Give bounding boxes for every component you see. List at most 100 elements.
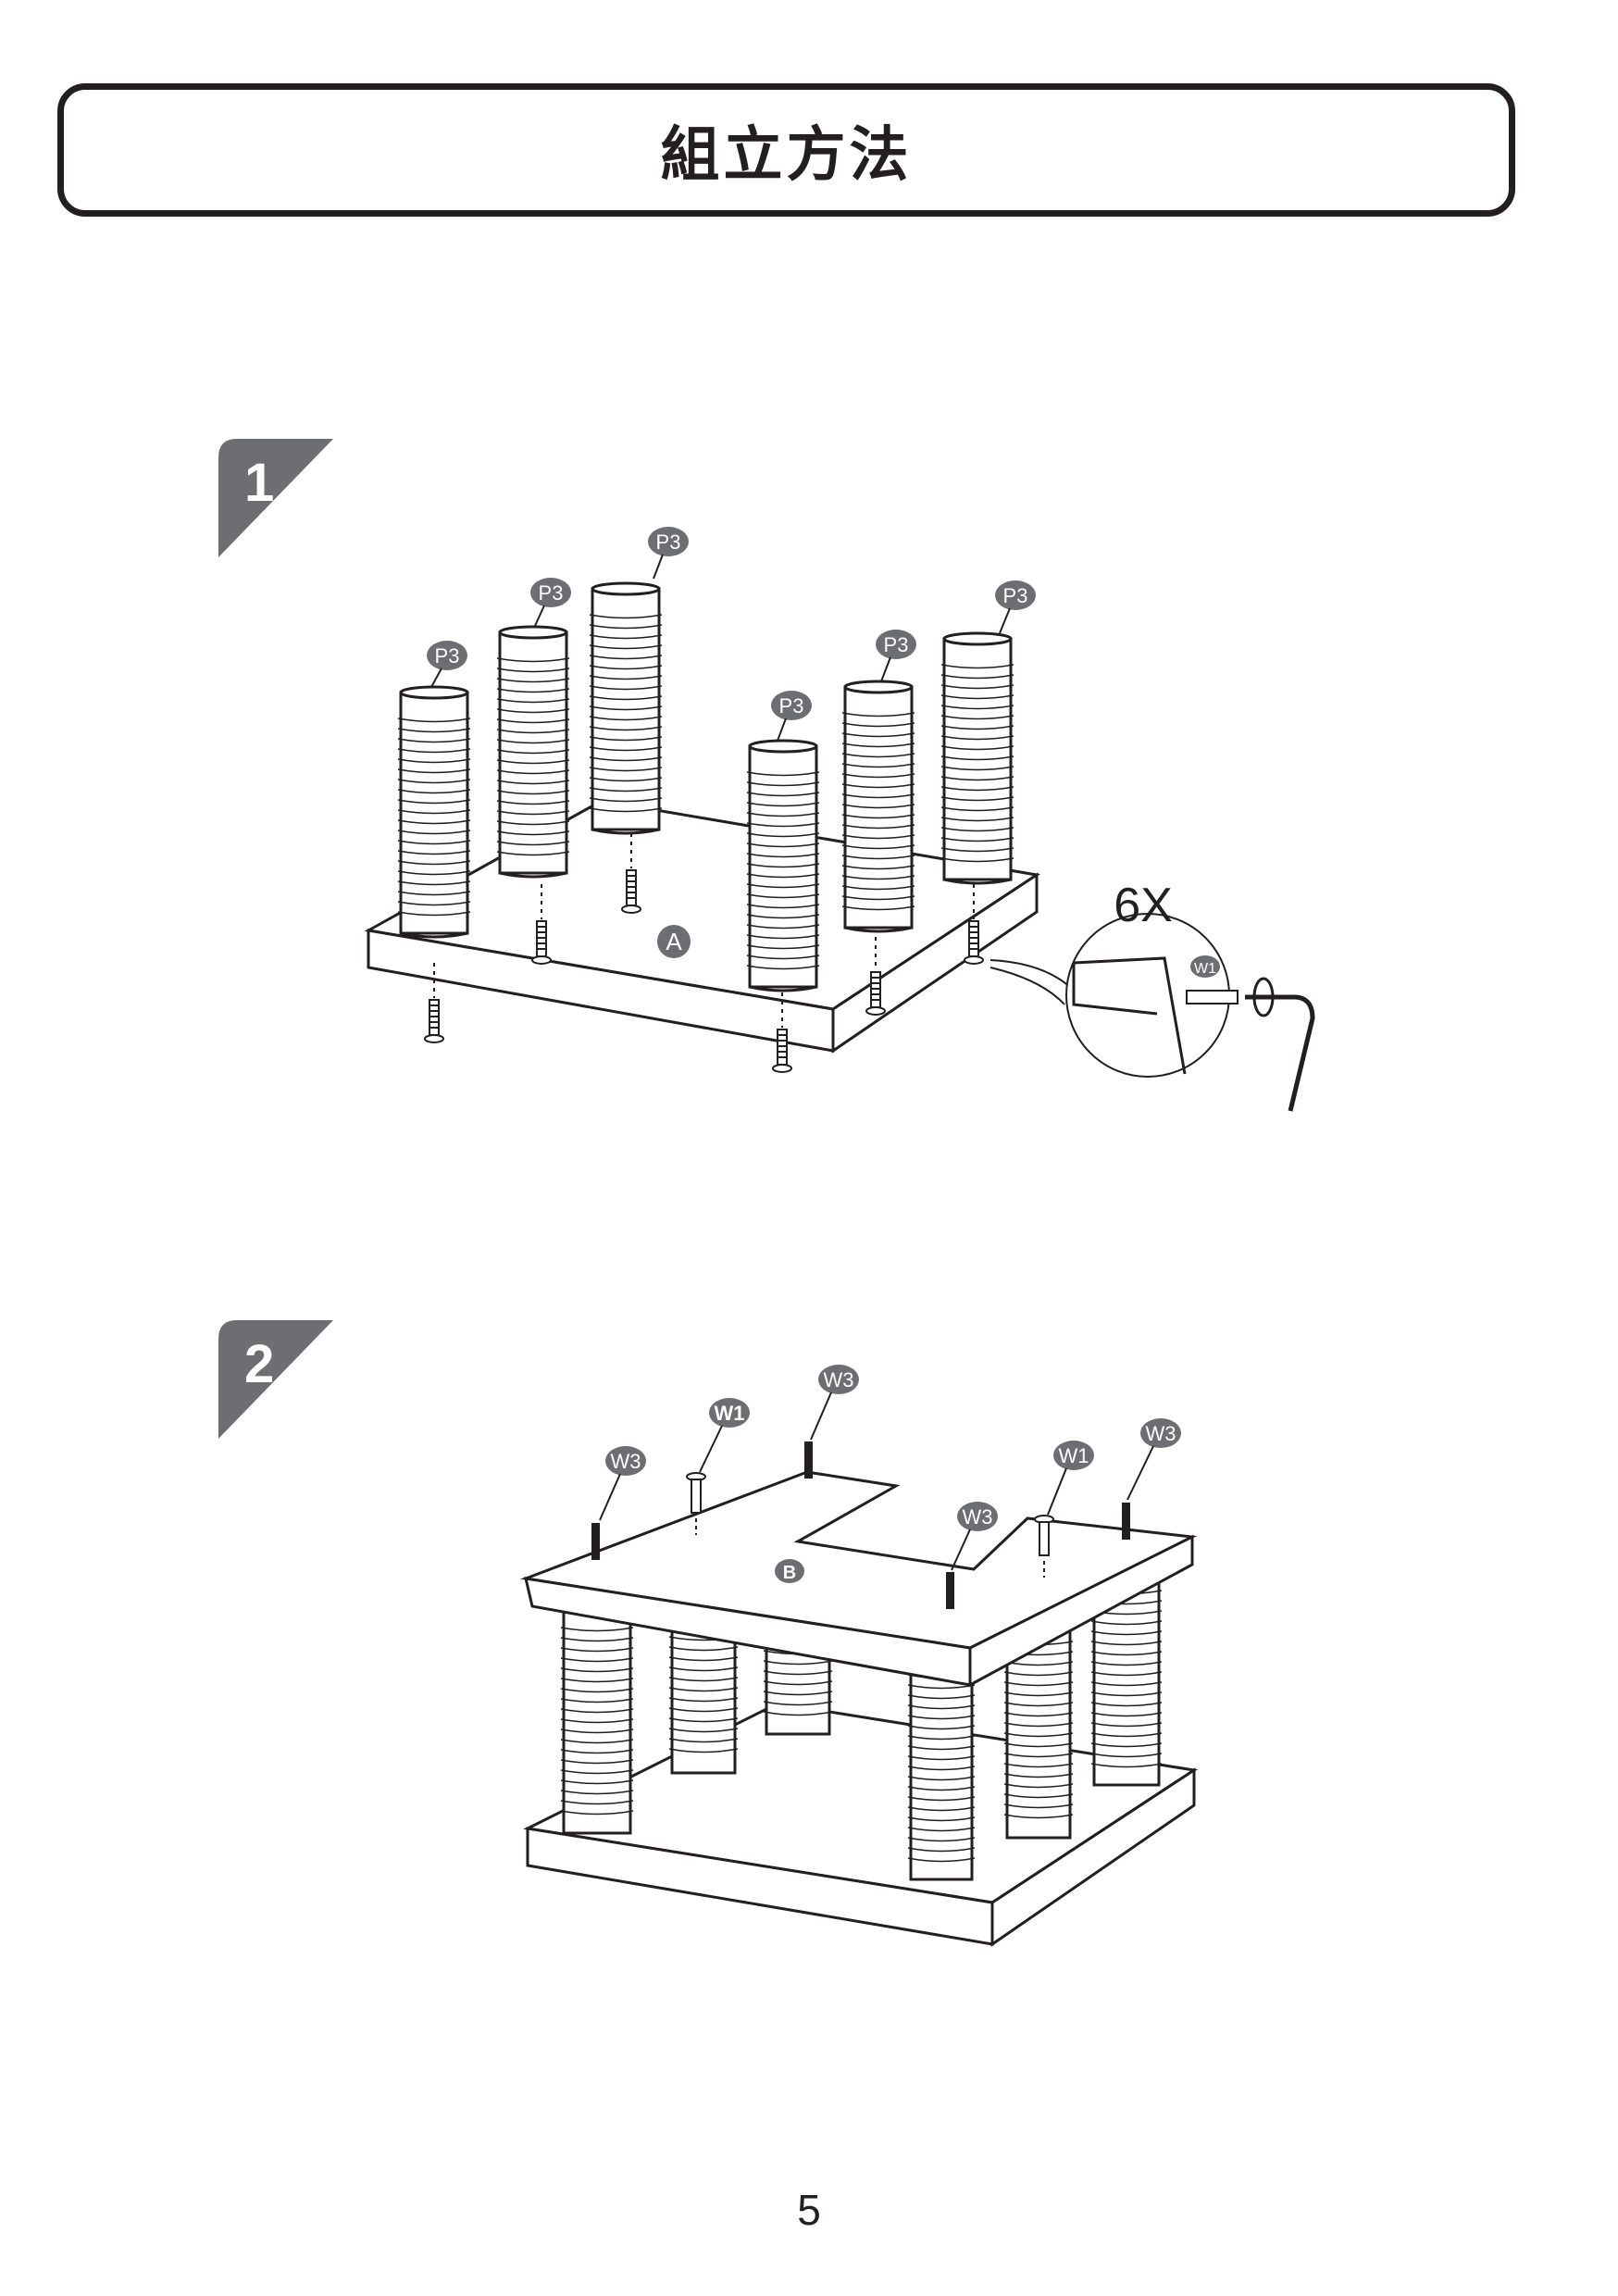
thread-line xyxy=(668,1748,739,1753)
thread-line xyxy=(496,830,570,836)
thread-line xyxy=(746,792,820,797)
thread-line xyxy=(496,657,570,663)
board-b xyxy=(520,1470,1198,1688)
thread-line xyxy=(940,735,1014,741)
thread-line xyxy=(841,895,915,901)
thread-line xyxy=(940,776,1014,781)
step-1-drawing: A P3 P3 P3 P3 P3 P3 xyxy=(364,527,1315,1112)
thread-line xyxy=(397,738,471,743)
thread-line xyxy=(397,768,471,774)
step-1-number: 1 xyxy=(244,453,275,513)
thread-line xyxy=(841,834,915,840)
header-box: 組立方法 xyxy=(57,83,1515,217)
svg-text:A: A xyxy=(666,928,682,955)
thread-line xyxy=(668,1707,739,1713)
thread-line xyxy=(397,718,471,723)
thread-line xyxy=(940,745,1014,751)
thread-line xyxy=(560,1800,634,1805)
thread-line xyxy=(940,674,1014,680)
detail-callout: W1 6X xyxy=(989,879,1315,1112)
thread-line xyxy=(397,880,471,886)
thread-line xyxy=(746,944,820,950)
step2-leg-threads xyxy=(560,1590,1163,1863)
thread-line xyxy=(496,739,570,744)
thread-line xyxy=(907,1694,976,1700)
thread-line xyxy=(841,763,915,768)
thread-line xyxy=(940,827,1014,832)
thread-line xyxy=(841,804,915,809)
p3-labels xyxy=(427,527,1036,720)
thread-line xyxy=(746,842,820,848)
thread-line xyxy=(589,756,663,762)
thread-line xyxy=(940,766,1014,771)
thread-line xyxy=(589,787,663,792)
p3-label-text: P3 P3 P3 P3 P3 P3 xyxy=(435,530,1028,718)
thread-line xyxy=(1090,1641,1163,1646)
thread-line xyxy=(589,644,663,650)
thread-line xyxy=(940,755,1014,761)
thread-line xyxy=(907,1796,976,1802)
thread-line xyxy=(589,736,663,742)
dowels-w3 xyxy=(591,1441,1130,1609)
thread-line xyxy=(560,1810,634,1816)
thread-line xyxy=(746,924,820,930)
thread-line xyxy=(496,718,570,724)
leg-threads xyxy=(397,614,1014,970)
thread-line xyxy=(589,685,663,691)
thread-line xyxy=(589,624,663,630)
thread-line xyxy=(841,732,915,738)
thread-line xyxy=(746,955,820,960)
thread-line xyxy=(496,708,570,714)
quantity-label: 6X xyxy=(1114,879,1173,932)
thread-line xyxy=(841,844,915,850)
thread-line xyxy=(841,824,915,830)
thread-line xyxy=(589,807,663,813)
thread-line xyxy=(763,1711,833,1716)
thread-line xyxy=(841,783,915,789)
allen-key-icon xyxy=(1245,994,1315,1112)
thread-line xyxy=(496,729,570,734)
thread-line xyxy=(746,822,820,828)
thread-line xyxy=(746,853,820,858)
thread-line xyxy=(668,1697,739,1703)
thread-line xyxy=(746,965,820,970)
thread-line xyxy=(560,1698,634,1703)
thread-line xyxy=(397,911,471,917)
thread-line xyxy=(397,860,471,866)
thread-line xyxy=(1003,1783,1074,1789)
thread-line xyxy=(560,1728,634,1734)
thread-line xyxy=(496,698,570,704)
thread-line xyxy=(940,694,1014,700)
thread-line xyxy=(496,820,570,826)
thread-line xyxy=(940,664,1014,669)
thread-line xyxy=(841,885,915,891)
thread-line xyxy=(907,1755,976,1761)
thread-line xyxy=(841,855,915,860)
thread-line xyxy=(841,793,915,799)
thread-line xyxy=(1090,1763,1163,1768)
thread-line xyxy=(1090,1651,1163,1656)
thread-line xyxy=(746,812,820,817)
thread-line xyxy=(1090,1661,1163,1666)
thread-line xyxy=(589,716,663,721)
thread-line xyxy=(746,914,820,919)
thread-line xyxy=(1090,1681,1163,1687)
thread-line xyxy=(1003,1681,1074,1687)
thread-line xyxy=(907,1847,976,1853)
thread-line xyxy=(496,668,570,673)
thread-line xyxy=(940,817,1014,822)
thread-line xyxy=(907,1806,976,1812)
svg-text:B: B xyxy=(783,1563,796,1583)
thread-line xyxy=(841,865,915,870)
thread-line xyxy=(1003,1803,1074,1809)
thread-line xyxy=(841,722,915,728)
step-2-number: 2 xyxy=(244,1334,275,1394)
thread-line xyxy=(496,780,570,785)
thread-line xyxy=(841,712,915,718)
thread-line xyxy=(907,1715,976,1720)
thread-line xyxy=(907,1776,976,1781)
svg-text:W3: W3 xyxy=(611,1450,641,1473)
thread-line xyxy=(397,728,471,733)
thread-line xyxy=(397,850,471,855)
board-a-label: A xyxy=(657,925,691,958)
